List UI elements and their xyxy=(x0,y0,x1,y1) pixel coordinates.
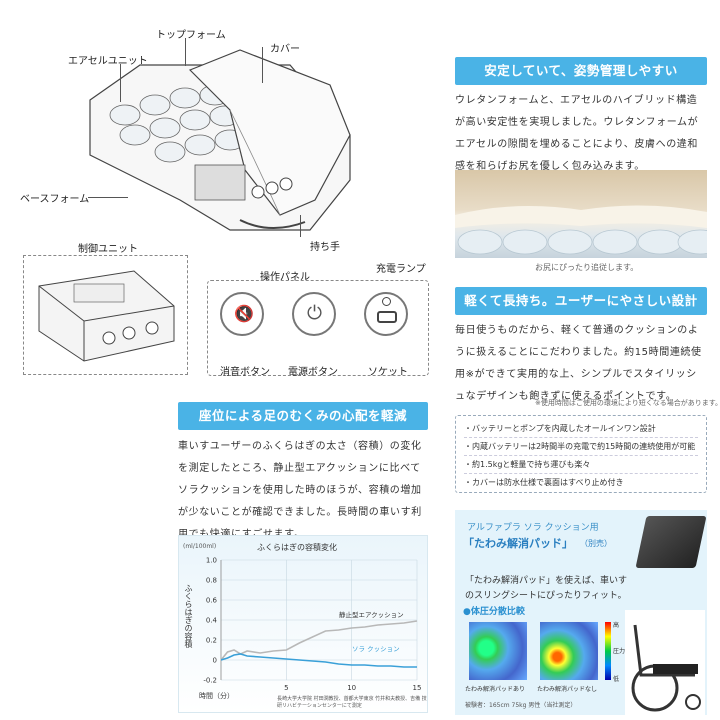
series-line-sora xyxy=(220,653,417,668)
label-top-foam: トップフォーム xyxy=(156,30,226,41)
y-tick-label: 0.8 xyxy=(206,577,217,585)
scale-high: 高 xyxy=(613,622,620,629)
header-swelling: 座位による足のむくみの心配を軽減 xyxy=(178,402,428,430)
note-light: ※使用時間はご使用の環境により短くなる場合があります。 xyxy=(535,399,720,407)
cushion-cross-section xyxy=(455,205,707,255)
y-tick-label: 0.2 xyxy=(206,637,217,645)
y-tick-label: 0.6 xyxy=(206,597,218,605)
pad-image xyxy=(635,516,707,568)
mute-button: 🔇 xyxy=(220,292,264,336)
label-air-cell-unit: エアセルユニット xyxy=(68,56,148,67)
pressure-map-with-pad xyxy=(469,622,527,680)
x-tick-label: 15 xyxy=(413,684,422,692)
control-unit-illustration xyxy=(38,270,175,362)
label-control-unit: 制御ユニット xyxy=(78,244,138,255)
label-charge-lamp: 充電ランプ xyxy=(376,264,426,275)
x-tick-label: 5 xyxy=(284,684,288,692)
wheelchair-illustration xyxy=(625,610,705,715)
control-unit-box xyxy=(23,255,188,375)
pad-compare-title: ●体圧分散比較 xyxy=(463,607,525,617)
text-stable: ウレタンフォームと、エアセルのハイブリッド構造が高い安定性を実現しました。ウレタ… xyxy=(455,95,699,172)
cushion-photo xyxy=(455,170,707,258)
series-line-static-air xyxy=(220,620,418,661)
feature-item: ・約1.5kgと軽量で持ち運びも楽々 xyxy=(464,456,698,474)
pressure-scale xyxy=(605,622,611,680)
header-stable: 安定していて、姿勢管理しやすい xyxy=(455,57,707,85)
scale-low: 低 xyxy=(613,676,620,683)
y-tick-label: 1.0 xyxy=(206,557,217,565)
pad-subject: 被験者：165cm 75kg 男性（当社測定） xyxy=(465,702,577,709)
caption-without-pad: たわみ解消パッドなし xyxy=(537,686,598,693)
charge-lamp-icon xyxy=(382,297,391,306)
header-light: 軽くて長持ち。ユーザーにやさしい設計 xyxy=(455,287,707,315)
pad-title: 「たわみ解消パッド」 xyxy=(463,537,573,550)
y-tick-label: -0.2 xyxy=(203,677,217,685)
label-cover: カバー xyxy=(270,44,300,55)
pressure-map-without-pad xyxy=(540,622,598,680)
label-handle: 持ち手 xyxy=(310,242,340,253)
label-base-foam: ベースフォーム xyxy=(20,194,90,205)
operation-panel-box xyxy=(207,280,429,376)
feature-item: ・内蔵バッテリーは2時間半の充電で約15時間の連続使用が可能 xyxy=(464,438,698,456)
chart-unit: (ml/100ml) xyxy=(183,543,216,550)
feature-list: ・バッテリーとポンプを内蔵したオールインワン設計 ・内蔵バッテリーは2時間半の充… xyxy=(455,415,707,493)
pad-sold-separately: （別売） xyxy=(580,539,612,548)
power-button: ⏻ xyxy=(292,292,336,336)
legend-sora: ソラ クッション xyxy=(352,645,400,653)
legend-static-air: 静止型エアクッション xyxy=(339,610,404,619)
socket-port xyxy=(364,292,408,336)
socket-icon xyxy=(377,311,397,323)
cushion-illustration xyxy=(89,49,351,231)
feature-item: ・カバーは防水仕様で裏面はすべり止め付き xyxy=(464,478,624,487)
feature-item: ・バッテリーとポンプを内蔵したオールインワン設計 xyxy=(464,420,698,438)
caption-stable: お尻にぴったり追従します。 xyxy=(535,263,639,272)
y-tick-label: 0.4 xyxy=(206,617,218,625)
caption-with-pad: たわみ解消パッドあり xyxy=(465,686,526,693)
chart-source: 長崎大学大学院 村田潤教授、首都大学東京 竹井和夫教授、吉備 技研リハビテーショ… xyxy=(277,696,427,709)
label-operation-panel: 操作パネル xyxy=(260,272,310,283)
calf-volume-chart: (ml/100ml) ふくらはぎの容積変化 1.0 0.8 0.6 0.4 0.2 0 -0… xyxy=(178,535,428,713)
label-mute-button: 消音ボタン xyxy=(220,367,270,378)
product-diagram: トップフォーム カバー エアセルユニット ベースフォーム 持ち手 制御ユニット … xyxy=(0,0,440,395)
mute-icon: 🔇 xyxy=(234,304,254,323)
pad-text: 「たわみ解消パッド」を使えば、車いすのスリングシートにぴったりフィット。 xyxy=(465,576,628,601)
scale-pressure: 圧力 xyxy=(613,648,626,655)
chart-ylabel: ふくらはぎの容積 xyxy=(184,584,193,648)
chart-svg: (ml/100ml) ふくらはぎの容積変化 1.0 0.8 0.6 0.4 0.2 0 -0… xyxy=(183,542,422,700)
power-icon: ⏻ xyxy=(307,302,323,324)
x-tick-label: 10 xyxy=(347,684,356,692)
pad-promo: アルファプラ ソラ クッション用 「たわみ解消パッド」 （別売） 「たわみ解消パ… xyxy=(455,510,707,715)
chart-xlabel: 時間（分） xyxy=(199,691,234,700)
text-light: 毎日使うものだから、軽くて普通のクッションのように扱えることにこだわりました。約… xyxy=(455,325,702,402)
y-tick-label: 0 xyxy=(213,657,217,665)
pad-subtitle: アルファプラ ソラ クッション用 xyxy=(467,523,599,533)
text-swelling: 車いすユーザーのふくらはぎの太さ（容積）の変化を測定したところ、静止型エアクッシ… xyxy=(178,441,422,540)
label-power-button: 電源ボタン xyxy=(288,367,338,378)
label-socket: ソケット xyxy=(368,367,408,378)
chart-title: ふくらはぎの容積変化 xyxy=(257,542,337,552)
